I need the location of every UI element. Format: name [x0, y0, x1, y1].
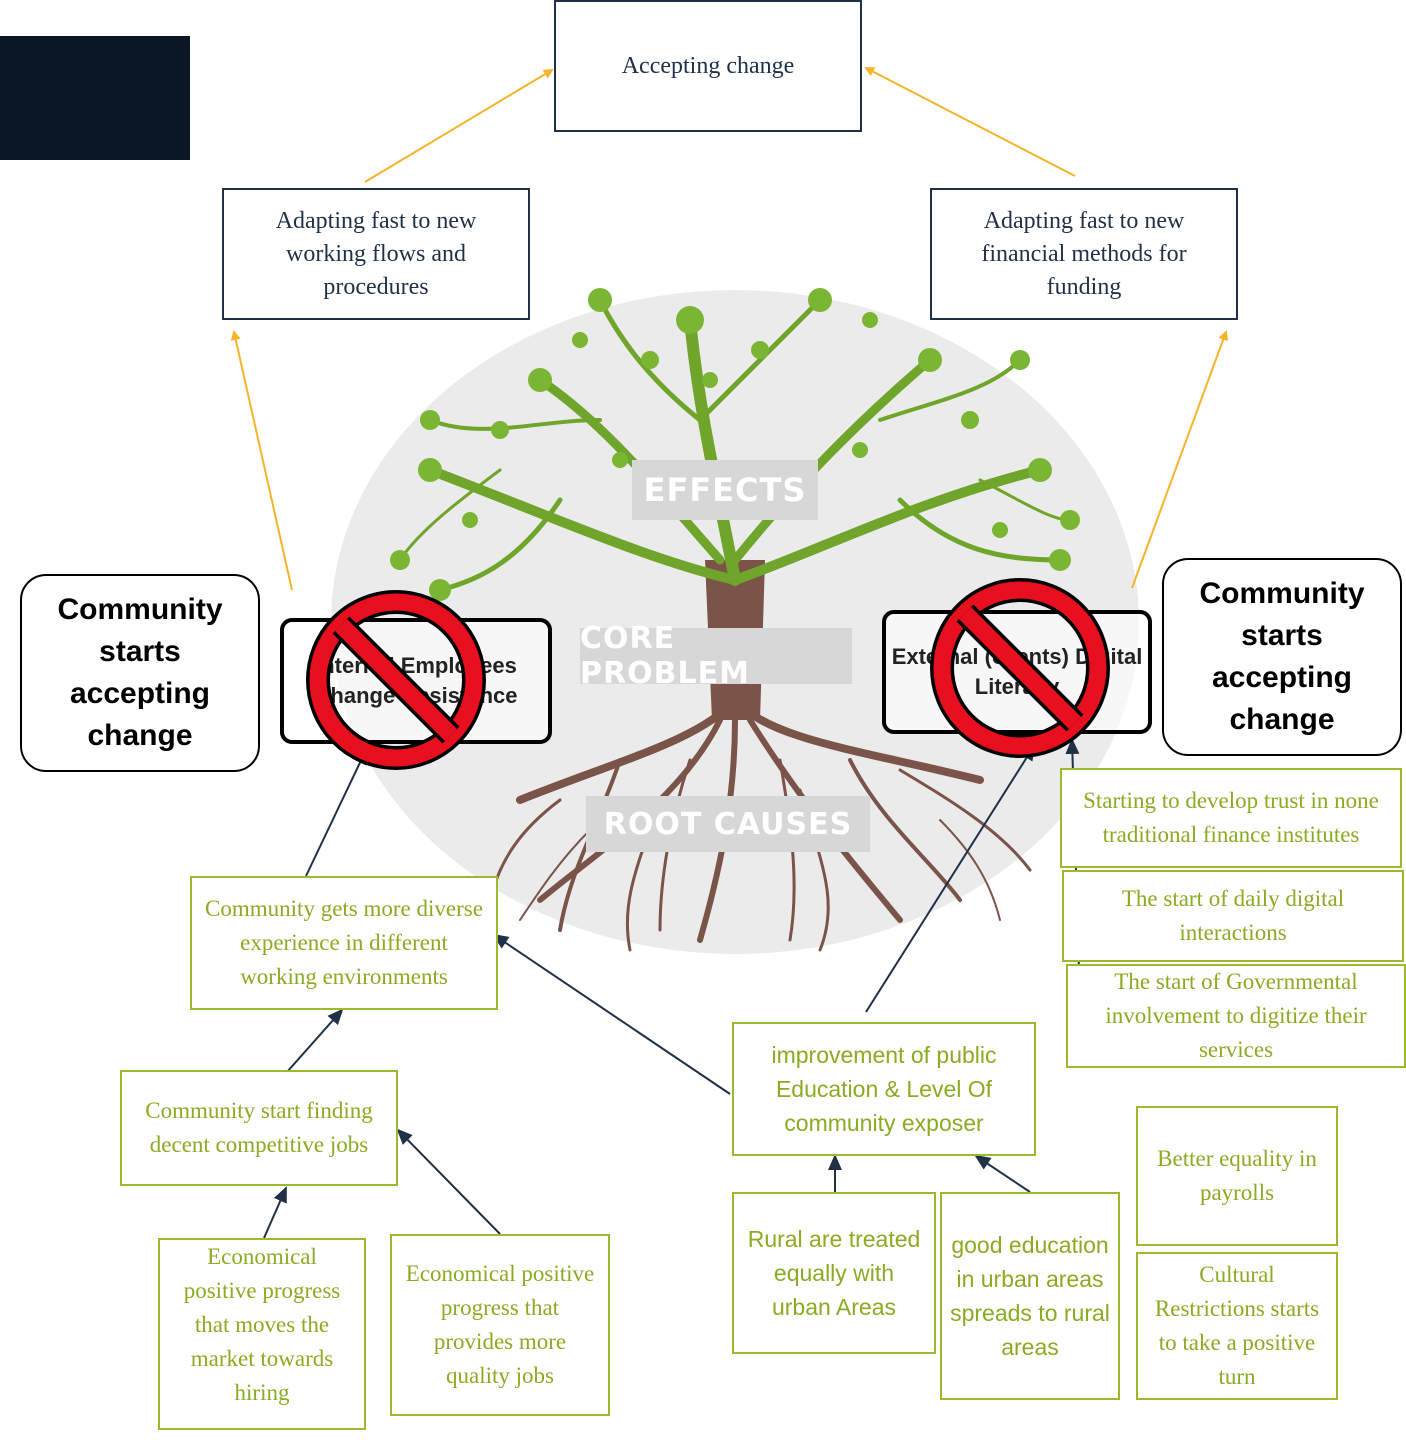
better-equality-box: Better equality in payrolls [1136, 1106, 1338, 1246]
rural-equal-box: Rural are treated equally with urban Are… [732, 1192, 936, 1354]
cultural-text: Cultural Restrictions starts to take a p… [1154, 1262, 1320, 1389]
community-left-box: Community starts accepting change [20, 574, 260, 772]
public-education-box: improvement of public Education & Level … [732, 1022, 1036, 1156]
econ-hiring-text: Economical positive progress that moves … [183, 1244, 341, 1405]
daily-digital-text: The start of daily digital interactions [1121, 886, 1345, 945]
good-education-text: good education in urban areas spreads to… [950, 1232, 1110, 1360]
finding-jobs-box: Community start finding decent competiti… [120, 1070, 398, 1186]
prohibit-right-icon [930, 578, 1110, 758]
arrow-good-education-to-education [974, 1154, 1031, 1193]
orange-arrows [230, 67, 1228, 591]
daily-digital-box: The start of daily digital interactions [1062, 870, 1404, 962]
governmental-box: The start of Governmental involvement to… [1066, 964, 1406, 1068]
dark-block [0, 36, 190, 160]
better-equality-text: Better equality in payrolls [1157, 1146, 1317, 1205]
community-right-text: Community starts accepting change [1199, 577, 1365, 736]
arrow-problem-left-up [230, 330, 293, 591]
public-education-text: improvement of public Education & Level … [771, 1042, 997, 1136]
diverse-experience-box: Community gets more diverse experience i… [190, 876, 498, 1010]
tree-leaves [390, 288, 1080, 601]
tree-label-root-causes: ROOT CAUSES [586, 796, 870, 852]
community-left-text: Community starts accepting change [57, 593, 223, 752]
adapt-right-box: Adapting fast to new financial methods f… [930, 188, 1238, 320]
tree-branches [398, 297, 1072, 593]
governmental-text: The start of Governmental involvement to… [1105, 969, 1367, 1062]
adapt-right-text: Adapting fast to new financial methods f… [981, 207, 1187, 300]
arrow-adapt-right-to-top [864, 67, 1076, 177]
cultural-box: Cultural Restrictions starts to take a p… [1136, 1252, 1338, 1400]
arrow-education-to-diverse [492, 933, 731, 1095]
arrow-education-to-problem-right [865, 744, 1036, 1013]
arrow-diverse-to-problem-left [305, 748, 367, 877]
accepting-change-text: Accepting change [621, 52, 795, 79]
arrow-problem-right-up [1131, 330, 1228, 589]
arrow-jobs-to-diverse [286, 1008, 344, 1073]
arrow-econ-quality-to-jobs [396, 1128, 501, 1235]
adapt-left-box: Adapting fast to new working flows and p… [222, 188, 530, 320]
diverse-experience-text: Community gets more diverse experience i… [205, 896, 483, 989]
econ-quality-text: Economical positive progress that provid… [405, 1261, 595, 1388]
adapt-left-text: Adapting fast to new working flows and p… [275, 207, 477, 300]
arrow-econ-hiring-to-jobs [263, 1186, 287, 1239]
accepting-change-box: Accepting change [554, 0, 862, 132]
econ-hiring-box: Economical positive progress that moves … [158, 1238, 366, 1430]
arrow-adapt-left-to-top [364, 68, 554, 183]
trust-text: Starting to develop trust in none tradit… [1083, 788, 1379, 847]
tree-label-effects: EFFECTS [632, 460, 818, 520]
good-education-box: good education in urban areas spreads to… [940, 1192, 1120, 1400]
rural-equal-text: Rural are treated equally with urban Are… [747, 1226, 921, 1320]
trust-box: Starting to develop trust in none tradit… [1060, 768, 1402, 868]
community-right-box: Community starts accepting change [1162, 558, 1402, 756]
finding-jobs-text: Community start finding decent competiti… [145, 1098, 373, 1157]
prohibit-left-icon [306, 590, 486, 770]
econ-quality-box: Economical positive progress that provid… [390, 1234, 610, 1416]
